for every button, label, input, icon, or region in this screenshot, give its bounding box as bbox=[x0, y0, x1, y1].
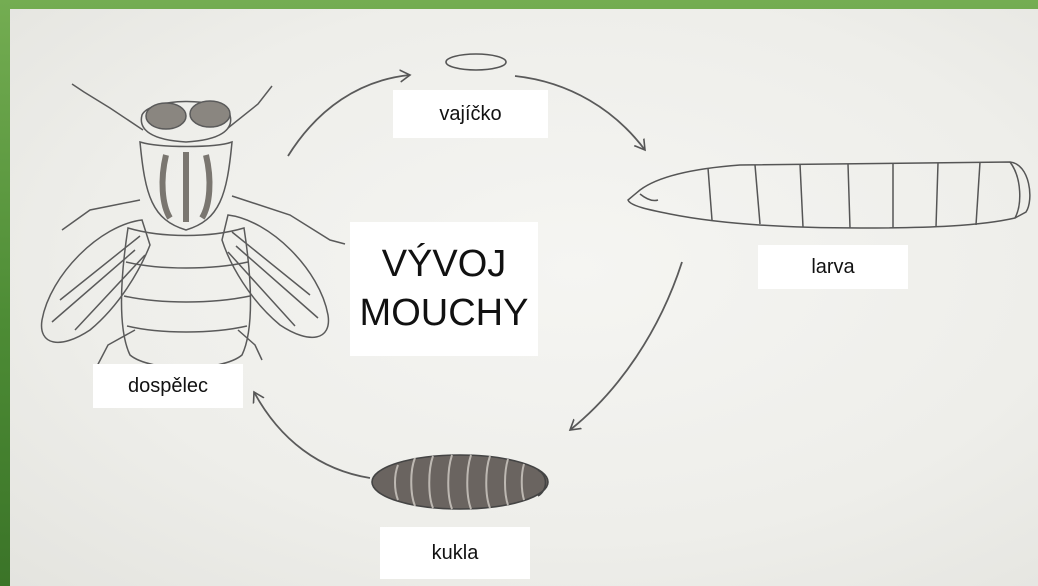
egg-drawing bbox=[446, 54, 506, 70]
diagram-title: VÝVOJ MOUCHY bbox=[350, 222, 538, 356]
pupa-drawing bbox=[372, 455, 548, 509]
larva-drawing bbox=[628, 162, 1030, 228]
label-pupa: kukla bbox=[380, 527, 530, 579]
arrow-adult-to-egg bbox=[288, 75, 410, 156]
arrow-pupa-to-adult bbox=[254, 392, 370, 478]
label-adult: dospělec bbox=[93, 364, 243, 408]
label-egg: vajíčko bbox=[393, 90, 548, 138]
adult-fly-drawing bbox=[42, 84, 345, 370]
title-line-2: MOUCHY bbox=[360, 289, 529, 338]
label-larva: larva bbox=[758, 245, 908, 289]
arrow-larva-to-pupa bbox=[570, 262, 682, 430]
title-line-1: VÝVOJ bbox=[382, 240, 507, 289]
